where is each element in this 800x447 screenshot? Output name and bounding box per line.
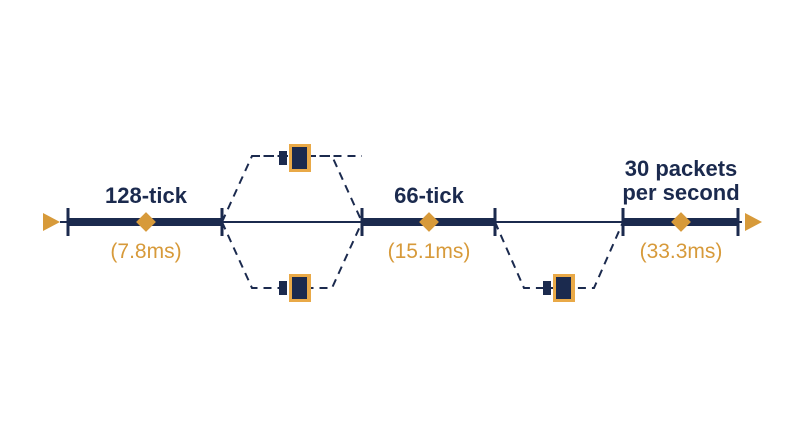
diamond-marker-icon	[671, 212, 691, 232]
segment-label-30-pps-line2: per second	[622, 180, 740, 205]
diamond-marker-icon	[136, 212, 156, 232]
segment-time-66-tick: (15.1ms)	[387, 240, 471, 263]
arrow-right-icon	[745, 213, 762, 231]
segment-label-128-tick: 128-tick	[105, 183, 187, 208]
packet-icon	[543, 274, 575, 302]
arrow-left-icon	[43, 213, 60, 231]
segment-label-66-tick: 66-tick	[394, 183, 464, 208]
segment-label-30-pps-line1: 30 packets	[624, 156, 738, 181]
segment-label-30-pps: 30 packets per second	[622, 157, 739, 205]
packet-icon	[279, 144, 311, 172]
segment-time-128-tick: (7.8ms)	[110, 240, 182, 263]
packet-icon	[279, 274, 311, 302]
diamond-marker-icon	[419, 212, 439, 232]
packet-path-upper-return	[252, 155, 363, 223]
segment-time-30-pps: (33.3ms)	[639, 240, 723, 263]
